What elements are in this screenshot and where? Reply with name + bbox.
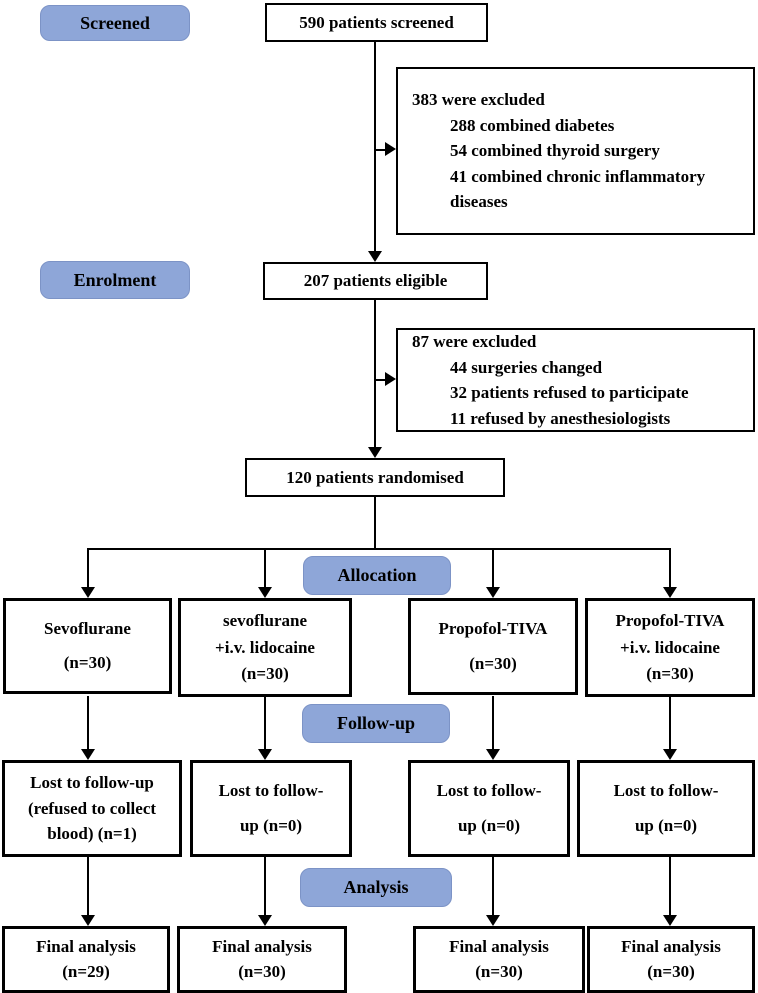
connector-followup-3 bbox=[492, 696, 494, 749]
excluded-enrolment-box: 87 were excluded 44 surgeries changed 32 … bbox=[396, 328, 755, 432]
text-line: (n=30) bbox=[63, 653, 112, 672]
text-line: Lost to follow- bbox=[436, 781, 542, 801]
arrowhead-down bbox=[663, 749, 677, 760]
group-box-sevoflurane: Sevoflurane (n=30) bbox=[3, 598, 172, 694]
connector-branch-excluded-screening bbox=[375, 149, 386, 151]
stage-label-enrolment: Enrolment bbox=[40, 261, 190, 299]
arrowhead-down bbox=[663, 587, 677, 598]
text-line: +i.v. lidocaine bbox=[215, 637, 315, 657]
arrowhead-down bbox=[486, 749, 500, 760]
text-line: Final analysis bbox=[621, 937, 721, 957]
arrowhead-down bbox=[663, 915, 677, 926]
text-line: Lost to follow-up bbox=[30, 772, 154, 792]
text-line: up (n=0) bbox=[239, 815, 303, 835]
text-line: 32 patients refused to participate bbox=[450, 383, 689, 402]
connector-followup-2 bbox=[264, 696, 266, 749]
final-analysis-box-2: Final analysis (n=30) bbox=[177, 926, 347, 993]
arrowhead-down bbox=[368, 251, 382, 262]
arrowhead-down bbox=[368, 447, 382, 458]
text-line: (n=30) bbox=[646, 663, 694, 683]
connector-allocation-drop-3 bbox=[492, 548, 494, 588]
arrowhead-down bbox=[258, 749, 272, 760]
group-box-propofol-tiva: Propofol-TIVA (n=30) bbox=[408, 598, 578, 695]
excluded-screening-title: 383 were excluded bbox=[412, 90, 545, 110]
connector-allocation-branch bbox=[87, 548, 671, 550]
text-line: (n=29) bbox=[62, 961, 110, 981]
text-line: (n=30) bbox=[647, 961, 695, 981]
final-analysis-box-3: Final analysis (n=30) bbox=[413, 926, 585, 993]
text-line: Lost to follow- bbox=[218, 781, 324, 801]
eligible-count-box: 207 patients eligible bbox=[263, 262, 488, 300]
connector-analysis-4 bbox=[669, 857, 671, 915]
text-line: (n=30) bbox=[241, 663, 289, 683]
connector-allocation-drop-1 bbox=[87, 548, 89, 588]
arrowhead-down bbox=[81, 915, 95, 926]
excluded-screening-reasons: 288 combined diabetes 54 combined thyroid… bbox=[412, 113, 743, 215]
text-line: Final analysis bbox=[36, 937, 136, 957]
stage-label-follow-up: Follow-up bbox=[302, 704, 450, 743]
connector-allocation-drop-2 bbox=[264, 548, 266, 588]
arrowhead-down bbox=[258, 587, 272, 598]
lost-followup-box-2: Lost to follow-up (n=0) bbox=[190, 760, 352, 857]
screened-count-box: 590 patients screened bbox=[265, 3, 488, 42]
arrowhead-down bbox=[486, 587, 500, 598]
text-line: up (n=0) bbox=[634, 815, 698, 835]
text-line: 41 combined chronic inflammatory disease… bbox=[450, 166, 706, 212]
text-line: 288 combined diabetes bbox=[450, 115, 615, 135]
excluded-screening-box: 383 were excluded 288 combined diabetes 5… bbox=[396, 67, 755, 235]
connector-followup-4 bbox=[669, 696, 671, 749]
text-line: up (n=0) bbox=[457, 815, 521, 835]
arrowhead-down bbox=[486, 915, 500, 926]
text-line: 11 refused by anesthesiologists bbox=[450, 408, 671, 428]
text-line: Sevoflurane bbox=[44, 619, 131, 638]
connector-allocation-drop-4 bbox=[669, 548, 671, 588]
text-line: Propofol-TIVA bbox=[615, 611, 725, 631]
excluded-enrolment-title: 87 were excluded bbox=[412, 332, 537, 351]
group-box-sevoflurane-lidocaine: sevoflurane +i.v. lidocaine (n=30) bbox=[178, 598, 352, 697]
lost-followup-box-1: Lost to follow-up (refused to collect bloo… bbox=[2, 760, 182, 857]
arrowhead-down bbox=[81, 587, 95, 598]
text-line: (n=30) bbox=[475, 961, 523, 981]
text-line: Propofol-TIVA bbox=[438, 619, 548, 639]
randomised-count-box: 120 patients randomised bbox=[245, 458, 505, 497]
stage-label-screened: Screened bbox=[40, 5, 190, 41]
text-line: 44 surgeries changed bbox=[450, 357, 603, 377]
text-line: (n=30) bbox=[469, 653, 517, 673]
stage-label-allocation: Allocation bbox=[303, 556, 451, 595]
final-analysis-box-4: Final analysis (n=30) bbox=[587, 926, 755, 993]
text-line: Final analysis bbox=[212, 937, 312, 957]
excluded-enrolment-reasons: 44 surgeries changed 32 patients refused … bbox=[412, 355, 743, 432]
lost-followup-box-4: Lost to follow-up (n=0) bbox=[577, 760, 755, 857]
final-analysis-box-1: Final analysis (n=29) bbox=[2, 926, 170, 993]
connector-analysis-1 bbox=[87, 857, 89, 915]
arrowhead-down bbox=[258, 915, 272, 926]
connector-branch-excluded-enrolment bbox=[375, 379, 386, 381]
text-line: Lost to follow- bbox=[613, 781, 719, 801]
group-box-propofol-tiva-lidocaine: Propofol-TIVA +i.v. lidocaine (n=30) bbox=[585, 598, 755, 697]
text-line: (n=30) bbox=[238, 961, 286, 981]
stage-label-analysis: Analysis bbox=[300, 868, 452, 907]
arrowhead-right bbox=[385, 372, 396, 386]
connector-analysis-2 bbox=[264, 857, 266, 915]
arrowhead-right bbox=[385, 142, 396, 156]
text-line: blood) (n=1) bbox=[47, 824, 137, 844]
text-line: Final analysis bbox=[449, 937, 549, 957]
connector-analysis-3 bbox=[492, 857, 494, 915]
connector-screened-eligible bbox=[374, 42, 376, 251]
connector-randomised-stem bbox=[374, 497, 376, 550]
connector-followup-1 bbox=[87, 696, 89, 749]
text-line: 54 combined thyroid surgery bbox=[450, 141, 660, 161]
text-line: (refused to collect bbox=[27, 798, 157, 818]
text-line: sevoflurane bbox=[222, 611, 308, 631]
lost-followup-box-3: Lost to follow-up (n=0) bbox=[408, 760, 570, 857]
arrowhead-down bbox=[81, 749, 95, 760]
text-line: +i.v. lidocaine bbox=[620, 637, 720, 657]
connector-eligible-randomised bbox=[374, 300, 376, 447]
